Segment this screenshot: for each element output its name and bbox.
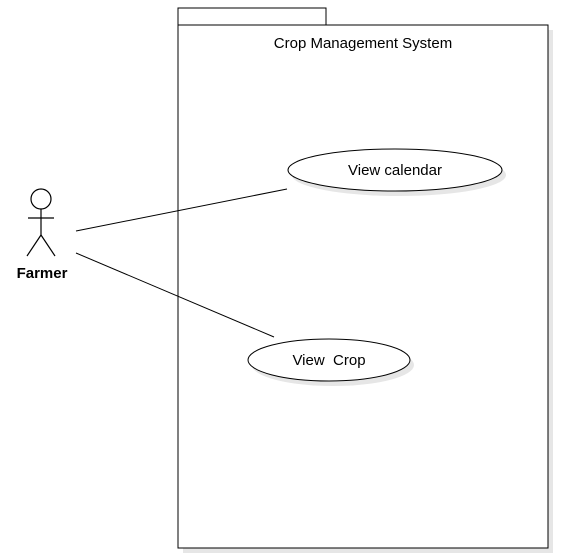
association-view-calendar[interactable] (75, 188, 288, 232)
use-case-view-calendar[interactable]: View calendar (287, 148, 506, 196)
use-case-view-crop[interactable]: View Crop (247, 338, 414, 386)
use-case-label: View Crop (292, 352, 365, 369)
system-boundary[interactable]: Crop Management System (177, 7, 553, 553)
use-case-label: View calendar (348, 162, 442, 179)
actor-right-leg (40, 234, 56, 257)
actor-farmer[interactable] (26, 188, 56, 257)
association-view-crop[interactable] (75, 252, 275, 338)
actor-name: Farmer (17, 265, 68, 282)
system-name: Crop Management System (274, 35, 452, 52)
system-boundary-body (177, 24, 549, 549)
actor-head (30, 188, 52, 210)
actor-left-leg (26, 234, 42, 257)
use-case-ellipse (287, 148, 503, 192)
system-boundary-tab (177, 7, 327, 26)
use-case-ellipse (247, 338, 411, 382)
